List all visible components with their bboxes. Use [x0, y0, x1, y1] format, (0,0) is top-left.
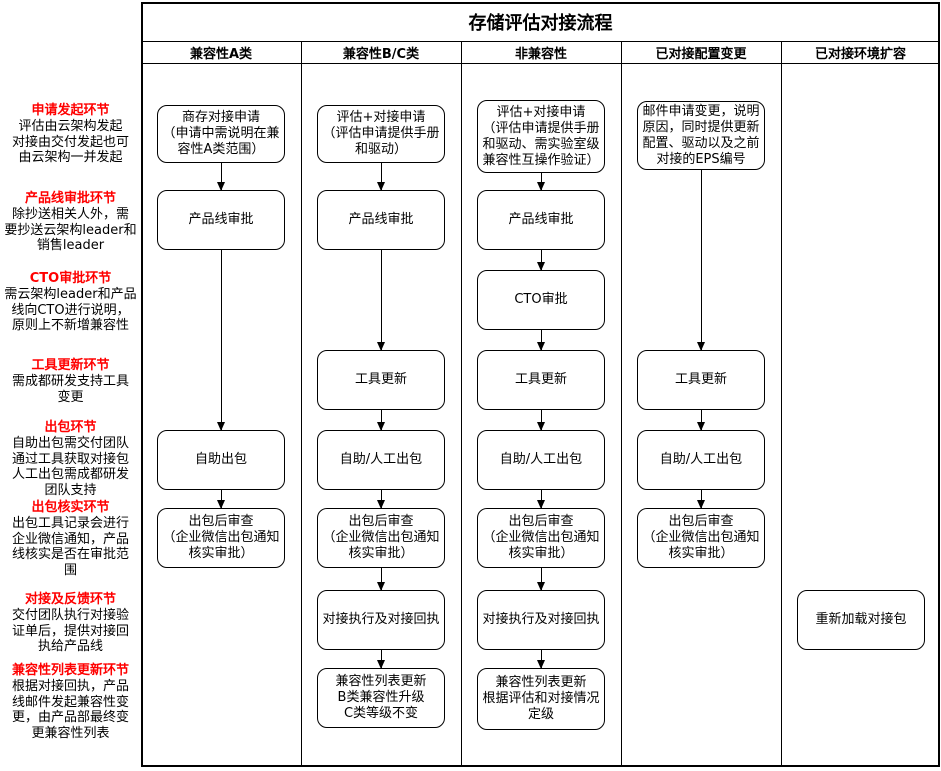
node-c1-post-package-review: 出包后审查 （企业微信出包通知 核实审批） — [157, 508, 285, 568]
flow-arrow — [537, 250, 545, 271]
flow-arrow — [377, 410, 385, 431]
step-label-integration-feedback: 对接及反馈环节 交付团队执行对接验 证单后，提供对接回 执给产品线 — [0, 592, 141, 655]
title-row-divider — [141, 41, 940, 42]
flow-arrow — [537, 173, 545, 191]
flow-arrow — [537, 410, 545, 431]
step-description: 交付团队执行对接验 证单后，提供对接回 执给产品线 — [11, 608, 129, 654]
column-divider — [621, 41, 622, 767]
flow-arrow — [217, 490, 225, 509]
column-header-a: 兼容性A类 — [189, 46, 253, 62]
step-label-cto-approval: CTO审批环节 需云架构leader和产品 线向CTO进行说明， 原则上不新增兼… — [0, 271, 141, 334]
node-c4-tool-update: 工具更新 — [637, 350, 765, 410]
step-title: 对接及反馈环节 — [24, 592, 116, 607]
step-label-list-update: 兼容性列表更新环节 根据对接回执，产品 线邮件发起兼容性变 更，由产品部最终变 … — [0, 663, 141, 741]
column-header-expansion: 已对接环境扩容 — [814, 46, 906, 62]
step-description: 需云架构leader和产品 线向CTO进行说明， 原则上不新增兼容性 — [4, 287, 137, 333]
step-label-apply: 申请发起环节 评估由云架构发起 对接由交付发起也可 由云架构一并发起 — [0, 103, 141, 166]
node-c1-self-package: 自助出包 — [157, 430, 285, 490]
step-title: 申请发起环节 — [31, 103, 110, 118]
column-header-bc: 兼容性B/C类 — [342, 46, 420, 62]
step-description: 需成都研发支持工具 变更 — [11, 374, 129, 405]
step-description: 评估由云架构发起 对接由交付发起也可 由云架构一并发起 — [11, 119, 129, 165]
node-c3-product-approval: 产品线审批 — [477, 190, 605, 250]
node-c4-package: 自助/人工出包 — [637, 430, 765, 490]
column-divider — [301, 41, 302, 767]
step-description: 出包工具记录会进行 企业微信通知，产品 线核实是否在审批范 围 — [11, 516, 129, 578]
chart-title: 存储评估对接流程 — [468, 12, 613, 34]
node-c3-post-package-review: 出包后审查 （企业微信出包通知 核实审批） — [477, 508, 605, 568]
node-c2-product-approval: 产品线审批 — [317, 190, 445, 250]
node-c2-package: 自助/人工出包 — [317, 430, 445, 490]
step-label-product-approval: 产品线审批环节 除抄送相关人外，需 要抄送云架构leader和 销售leader — [0, 191, 141, 254]
node-c4-email-change-request: 邮件申请变更，说明 原因，同时提供更新 配置、驱动以及之前 对接的EPS编号 — [637, 101, 765, 170]
flow-arrow — [217, 250, 225, 431]
step-description: 根据对接回执，产品 线邮件发起兼容性变 更，由产品部最终变 更兼容性列表 — [11, 679, 129, 741]
column-header-noncompat: 非兼容性 — [514, 46, 567, 62]
flow-arrow — [537, 650, 545, 669]
step-label-package-verify: 出包核实环节 出包工具记录会进行 企业微信通知，产品 线核实是否在审批范 围 — [0, 500, 141, 578]
flow-arrow — [697, 490, 705, 509]
flow-arrow — [697, 410, 705, 431]
node-c4-post-package-review: 出包后审查 （企业微信出包通知 核实审批） — [637, 508, 765, 568]
node-c1-apply: 商存对接申请 （申请中需说明在兼 容性A类范围） — [157, 105, 285, 163]
step-description: 除抄送相关人外，需 要抄送云架构leader和 销售leader — [4, 207, 137, 253]
step-title: 工具更新环节 — [31, 358, 110, 373]
flow-arrow — [697, 170, 705, 351]
node-c3-apply: 评估+对接申请 （评估申请提供手册 和驱动、需实验室级 兼容性互操作验证） — [477, 100, 605, 173]
flow-arrow — [377, 568, 385, 591]
column-divider — [781, 41, 782, 767]
column-header-config-change: 已对接配置变更 — [655, 46, 747, 62]
node-c2-integration-receipt: 对接执行及对接回执 — [317, 590, 445, 650]
node-c2-post-package-review: 出包后审查 （企业微信出包通知 核实审批） — [317, 508, 445, 568]
step-title: 出包环节 — [44, 420, 97, 435]
flow-arrow — [537, 330, 545, 351]
step-title: 产品线审批环节 — [24, 191, 116, 206]
step-label-packaging: 出包环节 自助出包需交付团队 通过工具获取对接包 人工出包需成都研发 团队支持 — [0, 420, 141, 498]
table-outer-border — [141, 2, 940, 767]
header-row-divider — [141, 63, 940, 64]
node-c3-cto-approval: CTO审批 — [477, 270, 605, 330]
node-c3-tool-update: 工具更新 — [477, 350, 605, 410]
step-title: CTO审批环节 — [29, 271, 112, 286]
flow-arrow — [377, 250, 385, 351]
step-label-tool-update: 工具更新环节 需成都研发支持工具 变更 — [0, 358, 141, 405]
node-c2-tool-update: 工具更新 — [317, 350, 445, 410]
column-divider — [461, 41, 462, 767]
flow-arrow — [377, 163, 385, 191]
node-c5-reload-package: 重新加载对接包 — [797, 590, 925, 650]
flow-arrow — [217, 163, 225, 191]
step-title: 出包核实环节 — [31, 500, 110, 515]
node-c1-product-approval: 产品线审批 — [157, 190, 285, 250]
flow-arrow — [537, 568, 545, 591]
flow-arrow — [377, 650, 385, 669]
flow-arrow — [377, 490, 385, 509]
step-description: 自助出包需交付团队 通过工具获取对接包 人工出包需成都研发 团队支持 — [11, 436, 129, 498]
node-c2-apply: 评估+对接申请 （评估申请提供手册 和驱动） — [317, 105, 445, 163]
flow-arrow — [537, 490, 545, 509]
node-c3-integration-receipt: 对接执行及对接回执 — [477, 590, 605, 650]
node-c3-package: 自助/人工出包 — [477, 430, 605, 490]
node-c2-list-update: 兼容性列表更新 B类兼容性升级 C类等级不变 — [317, 668, 445, 728]
node-c3-list-update: 兼容性列表更新 根据评估和对接情况 定级 — [477, 668, 605, 730]
step-title: 兼容性列表更新环节 — [11, 663, 129, 678]
